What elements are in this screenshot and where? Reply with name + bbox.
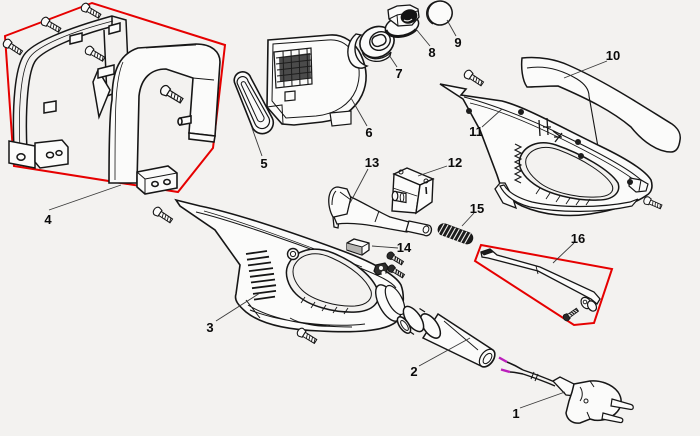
svg-text:16: 16 — [571, 231, 585, 246]
svg-text:4: 4 — [44, 212, 52, 227]
svg-text:15: 15 — [470, 201, 484, 216]
svg-text:11: 11 — [469, 124, 483, 139]
svg-text:7: 7 — [395, 66, 402, 81]
svg-text:14: 14 — [397, 240, 412, 255]
svg-text:2: 2 — [410, 364, 417, 379]
svg-text:1: 1 — [512, 406, 519, 421]
svg-text:10: 10 — [606, 48, 620, 63]
svg-text:3: 3 — [206, 320, 213, 335]
svg-text:9: 9 — [454, 35, 461, 50]
svg-text:12: 12 — [448, 155, 462, 170]
svg-text:13: 13 — [365, 155, 379, 170]
svg-text:6: 6 — [365, 125, 372, 140]
svg-text:5: 5 — [260, 156, 267, 171]
svg-text:8: 8 — [428, 45, 435, 60]
